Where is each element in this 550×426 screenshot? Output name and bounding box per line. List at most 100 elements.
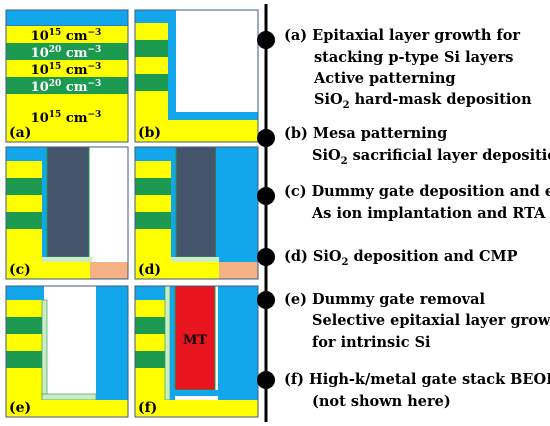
panel-f-outline: [134, 285, 259, 418]
layer-4: [6, 77, 128, 94]
fin-f-layer-4: [135, 351, 165, 368]
dummy-gate-c: [46, 146, 90, 258]
step-a-line-4: SiO2 hard-mask deposition: [314, 91, 532, 111]
timeline-dot-e: [257, 291, 275, 309]
sacrificial-oxide-side: [168, 10, 176, 118]
step-a-line-1: (a) Epitaxial layer growth for: [284, 27, 520, 44]
oxide-cap-d: [135, 147, 173, 161]
panel-b: (b): [134, 9, 259, 143]
substrate-c: [6, 262, 90, 279]
substrate-d: [135, 262, 219, 279]
substrate-e: [6, 400, 128, 417]
step-c-line-2: As ion implantation and RTA: [311, 205, 546, 222]
substrate-f: [135, 400, 258, 417]
layer-5: [6, 94, 128, 142]
gate-base-liner-d: [171, 257, 219, 263]
panel-f: MT (f): [134, 285, 259, 418]
fin-layer-2: [6, 178, 42, 195]
sacrificial-oxide-top: [135, 10, 173, 23]
doping-label-4: 1020 cm−3: [31, 79, 102, 95]
layer-3: [6, 60, 128, 77]
panel-tag-c: (c): [9, 262, 31, 278]
fin-f-layer-2: [135, 317, 165, 334]
fin-f-layer-3: [135, 334, 165, 351]
gate-base-liner-c: [42, 257, 92, 263]
oxide-cap-c: [6, 147, 44, 161]
panel-a-outline: [5, 9, 129, 143]
step-e-line-3: for intrinsic Si: [312, 334, 431, 351]
doping-label-3: 1015 cm−3: [31, 62, 102, 78]
panel-c-outline: [5, 146, 129, 280]
high-k-liner-f: [170, 286, 175, 400]
panel-tag-e: (e): [9, 400, 31, 416]
step-list: (a) Epitaxial layer growth for stacking p…: [257, 27, 550, 410]
panel-tag-b: (b): [138, 125, 161, 141]
oxide-cap-e: [6, 286, 44, 300]
doping-label-1: 1015 cm−3: [31, 28, 102, 44]
step-b-line-2: SiO2 sacrificial layer deposition: [312, 147, 550, 167]
hardmask-layer: [5, 9, 129, 27]
dummy-gate-d: [175, 146, 217, 258]
panel-d: (d): [134, 146, 259, 280]
fin-e-layer-3: [6, 334, 42, 351]
sacrificial-oxide-bottom: [168, 112, 258, 120]
layer-2: [6, 43, 128, 60]
substrate-b: [135, 120, 258, 142]
fin-f-layer-1: [135, 300, 165, 317]
timeline-dot-f: [257, 371, 275, 389]
timeline-dot-c: [257, 187, 275, 205]
timeline-dot-a: [257, 31, 275, 49]
timeline-dot-d: [257, 248, 275, 266]
panel-a: 1015 cm−3 1020 cm−3 1015 cm−3 1020 cm−3 …: [5, 9, 129, 143]
panel-b-outline: [134, 9, 259, 143]
fin-e-layer-1: [6, 300, 42, 317]
panel-tag-d: (d): [138, 262, 161, 278]
oxide-cap-f: [135, 286, 173, 300]
filled-oxide-d: [216, 147, 258, 262]
step-e-line-2: Selective epitaxial layer growth: [312, 312, 550, 329]
oxide-liner-c: [42, 147, 47, 262]
step-a-line-3: Active patterning: [313, 70, 456, 87]
fin-f-layer-5: [135, 368, 165, 400]
fin-e-layer-4: [6, 351, 42, 368]
mesa-layer-4: [135, 74, 168, 91]
layer-1: [6, 26, 128, 43]
fin-e-layer-2: [6, 317, 42, 334]
step-a-line-2: stacking p-type Si layers: [314, 49, 513, 66]
doping-label-2: 1020 cm−3: [31, 45, 102, 61]
high-k-floor-f: [170, 390, 218, 396]
step-d-line-1: (d) SiO2 deposition and CMP: [284, 248, 518, 268]
fin-layer-5: [6, 229, 42, 262]
mesa-layer-2: [135, 40, 168, 57]
step-e-line-1: (e) Dummy gate removal: [284, 291, 485, 308]
fin-layer-3: [6, 195, 42, 212]
fin-d-layer-2: [135, 178, 171, 195]
contact-c: [90, 262, 128, 279]
fin-layer-4: [6, 212, 42, 229]
filled-oxide-f: [218, 286, 258, 400]
intrinsic-si-wall-e: [41, 299, 48, 401]
fin-d-layer-5: [135, 229, 171, 262]
intrinsic-si-floor-e: [41, 393, 97, 401]
fin-layer-1: [6, 161, 42, 178]
step-f-line-2: (not shown here): [312, 393, 451, 410]
step-f-line-1: (f) High-k/metal gate stack BEOL: [284, 371, 550, 388]
intrinsic-si-f: [164, 285, 171, 401]
mesa-layer-1: [135, 23, 168, 40]
panel-e: (e): [5, 285, 129, 418]
fin-d-layer-4: [135, 212, 171, 229]
metal-gate-label: MT: [183, 333, 207, 348]
panel-tag-a: (a): [9, 125, 31, 141]
mesa-layer-5: [135, 91, 168, 120]
filled-oxide-e: [96, 286, 128, 400]
fin-d-layer-1: [135, 161, 171, 178]
fin-d-layer-3: [135, 195, 171, 212]
contact-d: [219, 262, 258, 279]
step-c-line-1: (c) Dummy gate deposition and etch: [284, 183, 550, 200]
panel-e-outline: [5, 285, 129, 418]
panel-tag-f: (f): [138, 400, 157, 416]
metal-gate-f: [174, 285, 216, 391]
panel-d-outline: [134, 146, 259, 280]
fin-e-layer-5: [6, 368, 42, 400]
